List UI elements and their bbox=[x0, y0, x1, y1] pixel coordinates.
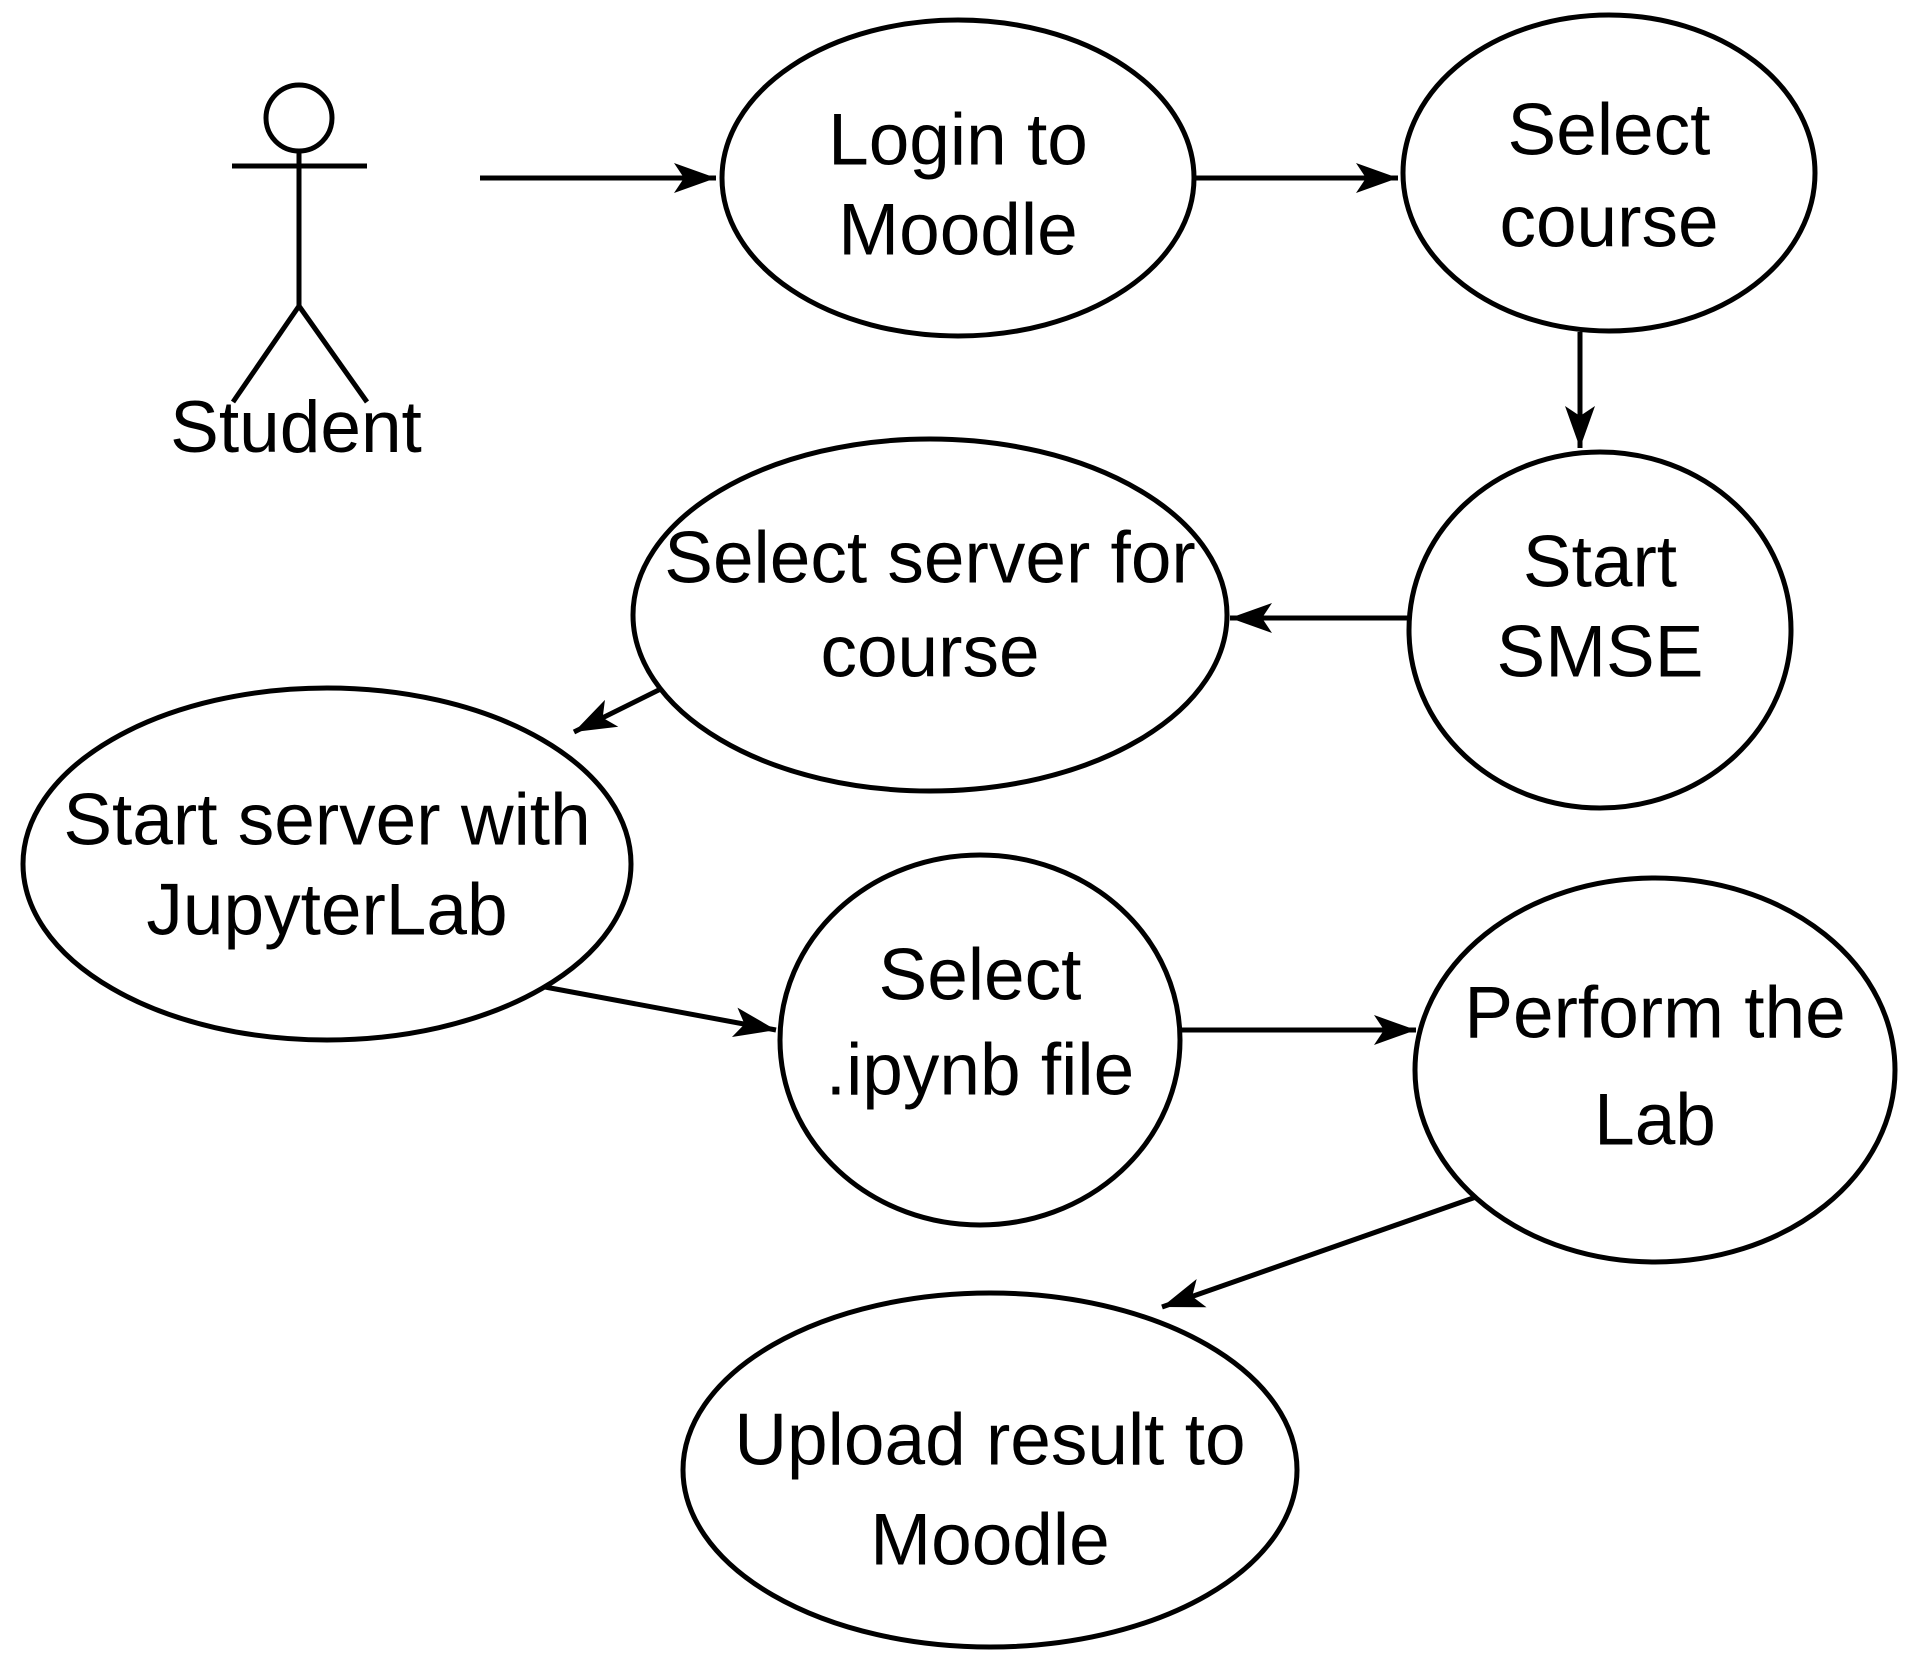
usecase-ellipse bbox=[20, 685, 634, 1043]
usecase-label-line: course bbox=[820, 612, 1039, 693]
usecase-label-line: course bbox=[1499, 182, 1718, 263]
edge-perform-lab-to-upload-result-arrow bbox=[1161, 1194, 1477, 1310]
usecase-select-server-for-course: Select server for course bbox=[630, 436, 1230, 794]
usecase-ellipse bbox=[1412, 875, 1898, 1265]
usecase-label-line: Select bbox=[1508, 90, 1711, 171]
usecase-label-line: JupyterLab bbox=[146, 870, 507, 951]
usecase-upload-result-to-moodle: Upload result to Moodle bbox=[680, 1290, 1300, 1650]
usecase-ellipse bbox=[777, 852, 1183, 1228]
usecase-label-line: Login to bbox=[828, 100, 1088, 181]
usecase-label-line: SMSE bbox=[1497, 612, 1704, 693]
usecase-label-line: Select server for bbox=[664, 518, 1195, 599]
usecase-label-line: Start bbox=[1523, 522, 1677, 603]
usecase-select-course: Select course bbox=[1400, 12, 1818, 334]
usecase-start-smse: Start SMSE bbox=[1406, 449, 1794, 811]
usecase-label-line: Lab bbox=[1594, 1080, 1716, 1161]
usecase-start-server-with-jupyterlab: Start server with JupyterLab bbox=[20, 685, 634, 1043]
actor-left-leg bbox=[230, 304, 302, 404]
usecase-label-line: .ipynb file bbox=[826, 1030, 1134, 1111]
usecase-ellipse bbox=[630, 436, 1230, 794]
actor-student: Student bbox=[170, 82, 422, 468]
usecase-label-line: Upload result to bbox=[734, 1400, 1245, 1481]
edges bbox=[480, 163, 1595, 1310]
usecase-ellipse bbox=[680, 1290, 1300, 1650]
usecase-label-line: Select bbox=[879, 935, 1082, 1016]
usecase-login-to-moodle: Login to Moodle bbox=[719, 17, 1197, 339]
usecase-label-line: Start server with bbox=[63, 780, 590, 861]
actor-right-leg bbox=[296, 304, 370, 404]
usecase-ellipse bbox=[1400, 12, 1818, 334]
usecase-label-line: Moodle bbox=[870, 1500, 1109, 1581]
actor-head bbox=[263, 82, 335, 154]
usecase-perform-the-lab: Perform the Lab bbox=[1412, 875, 1898, 1265]
usecase-select-ipynb-file: Select .ipynb file bbox=[777, 852, 1183, 1228]
usecase-label-line: Perform the bbox=[1464, 973, 1845, 1054]
edge-jupyterlab-to-select-ipynb-arrow bbox=[544, 984, 777, 1038]
actor-label: Student bbox=[170, 387, 422, 468]
usecase-label-line: Moodle bbox=[838, 190, 1077, 271]
usecase-ellipse bbox=[719, 17, 1197, 339]
usecase-ellipse bbox=[1406, 449, 1794, 811]
